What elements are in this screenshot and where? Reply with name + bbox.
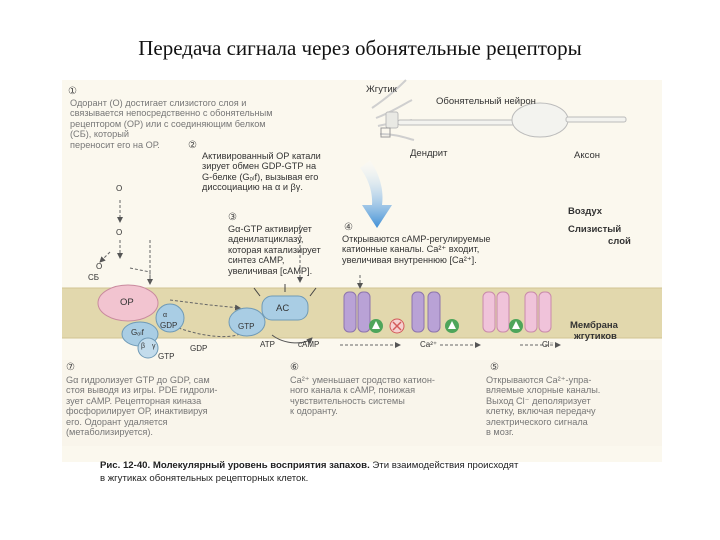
camp-label: cAMP bbox=[298, 340, 320, 349]
step-4-number: ④ bbox=[344, 222, 353, 233]
step-1-number: ① bbox=[68, 86, 77, 97]
odorant-receptor bbox=[97, 284, 159, 322]
mucus-label: Слизистый bbox=[568, 224, 622, 235]
receptor-label: ОР bbox=[120, 297, 134, 308]
bottom-panel bbox=[62, 360, 662, 446]
zoom-arrow bbox=[360, 160, 392, 228]
adenylate-cyclase bbox=[261, 295, 309, 321]
gdp-bound-label: GDP bbox=[160, 321, 178, 330]
cation-channel-2 bbox=[411, 291, 441, 333]
atp-label: ATP bbox=[260, 340, 275, 349]
cl-label: Cl⁻ bbox=[542, 340, 554, 349]
g-alpha-gtp bbox=[228, 307, 266, 337]
figure-caption: Рис. 12-40. Молекулярный уровень восприя… bbox=[100, 460, 518, 485]
ca-label: Ca²⁺ bbox=[420, 340, 438, 349]
beta-label: β bbox=[141, 343, 146, 350]
golf-label: Gₒₗf bbox=[131, 328, 144, 337]
beta-gamma bbox=[137, 337, 159, 359]
cilium-label: Жгутик bbox=[366, 84, 397, 95]
chloride-channel-2 bbox=[524, 291, 552, 333]
odorant-bp-label: О bbox=[96, 262, 103, 271]
axon-label: Аксон bbox=[574, 150, 600, 161]
membrane-label: Мембрана bbox=[570, 320, 618, 331]
gtp-label: GTP bbox=[158, 352, 175, 361]
gamma-label: γ bbox=[152, 343, 156, 350]
step-5-text: Открываются Ca²⁺-упра-вляемые хлорные ка… bbox=[486, 375, 601, 438]
step-7-number: ⑦ bbox=[66, 362, 75, 373]
cation-channel-1 bbox=[343, 291, 371, 333]
zoom-box bbox=[380, 127, 391, 138]
green-activation-icons bbox=[369, 318, 523, 334]
air-label: Воздух bbox=[568, 206, 603, 217]
binding-protein-label: СБ bbox=[88, 273, 100, 282]
step-6-number: ⑥ bbox=[290, 362, 299, 373]
caption-label: Рис. 12-40. Молекулярный уровень восприя… bbox=[100, 460, 370, 471]
ac-label: AC bbox=[276, 303, 290, 314]
olfactory-neuron bbox=[371, 79, 627, 141]
mucus-label-2: слой bbox=[608, 236, 631, 247]
odorant-label: О bbox=[116, 184, 123, 193]
g-protein-alpha bbox=[155, 303, 185, 333]
gtp-bound-label: GTP bbox=[238, 322, 255, 331]
step-6-text: Ca²⁺ уменьшает сродство катион-ного кана… bbox=[290, 375, 435, 417]
gdp-label: GDP bbox=[190, 344, 208, 353]
step-5-number: ⑤ bbox=[490, 362, 499, 373]
signal-arrows bbox=[297, 225, 561, 348]
membrane-label-2: жгутиков bbox=[574, 331, 617, 342]
step-2-number: ② bbox=[188, 140, 197, 151]
chloride-channel-1 bbox=[482, 291, 510, 333]
dendrite-label: Дендрит bbox=[410, 148, 448, 159]
neuron-label: Обонятельный нейрон bbox=[436, 96, 536, 107]
step-3-number: ③ bbox=[228, 212, 237, 223]
caption-text: Эти взаимодействия происходят bbox=[369, 460, 519, 471]
caption-text-2: в жгутиках обонятельных рецепторных клет… bbox=[100, 472, 309, 484]
alpha-label: α bbox=[163, 312, 168, 319]
slide-title: Передача сигнала через обонятельные реце… bbox=[138, 36, 582, 60]
odorant-label-2: О bbox=[116, 228, 123, 237]
